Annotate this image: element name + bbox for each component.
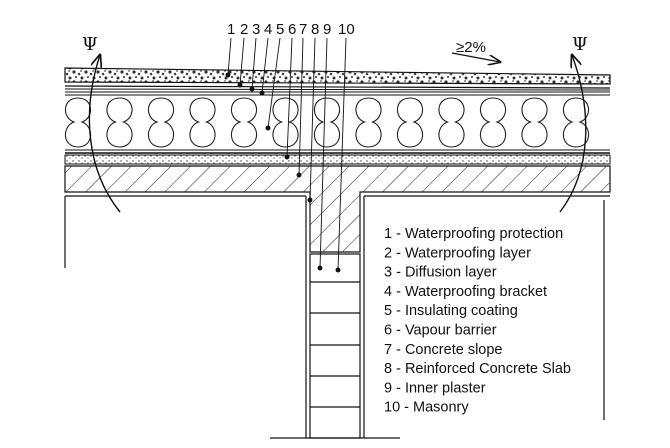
callout-number: 5 bbox=[276, 21, 284, 38]
callout-dot bbox=[317, 265, 323, 271]
insulation-bubble bbox=[147, 97, 175, 148]
insulation-bubble bbox=[396, 97, 424, 148]
callout-leader bbox=[227, 37, 232, 76]
legend-item: 8 - Reinforced Concrete Slab bbox=[384, 361, 571, 377]
legend-item: 5 - Insulating coating bbox=[384, 303, 518, 319]
legend-item: 1 - Waterproofing protection bbox=[384, 226, 563, 242]
concrete-slope-layer bbox=[64, 154, 611, 165]
callout-number: 1 bbox=[227, 21, 235, 38]
waterproofing-protection-layer bbox=[64, 67, 611, 85]
callout-number: 9 bbox=[323, 21, 331, 38]
inner-plaster-line bbox=[64, 195, 610, 438]
vent-arrow-right bbox=[559, 55, 587, 213]
insulation-bubble bbox=[479, 97, 507, 148]
callout-number: 2 bbox=[240, 21, 248, 38]
legend: 1 - Waterproofing protection 2 - Waterpro… bbox=[376, 218, 602, 420]
callout-number: 6 bbox=[288, 21, 296, 38]
callout-leader bbox=[309, 37, 316, 201]
callout-number: 8 bbox=[311, 21, 319, 38]
callout-dot bbox=[284, 154, 290, 160]
legend-background bbox=[376, 218, 602, 420]
callout-dot bbox=[296, 172, 302, 178]
legend-item: 9 - Inner plaster bbox=[384, 380, 486, 396]
insulation-bubble bbox=[64, 97, 92, 148]
callout-number: 3 bbox=[252, 21, 260, 38]
legend-item: 2 - Waterproofing layer bbox=[384, 245, 531, 261]
insulation-bubble bbox=[106, 97, 133, 148]
legend-item: 3 - Diffusion layer bbox=[384, 265, 497, 281]
slope-label: ≥2% bbox=[456, 39, 486, 56]
insulation-bubble bbox=[313, 97, 341, 148]
legend-item: 6 - Vapour barrier bbox=[384, 323, 497, 339]
insulation-bubble bbox=[521, 97, 548, 148]
callout-dot bbox=[237, 82, 243, 88]
insulating-coating-layer bbox=[64, 94, 610, 151]
callout-leader bbox=[298, 37, 304, 176]
legend-item: 10 - Masonry bbox=[384, 400, 469, 416]
callout-dot bbox=[249, 86, 255, 92]
callout-leader bbox=[319, 37, 328, 269]
masonry-wall bbox=[270, 253, 400, 439]
callout-dot bbox=[225, 72, 231, 78]
insulation-bubble bbox=[189, 97, 216, 148]
callout-number: 7 bbox=[299, 21, 307, 38]
insulation-bubble bbox=[230, 97, 258, 148]
callout-dot bbox=[265, 125, 271, 131]
insulation-bubble bbox=[355, 97, 382, 148]
callout-dot bbox=[335, 267, 341, 273]
vent-arrow-left bbox=[88, 55, 121, 213]
callout-number: 4 bbox=[264, 21, 272, 38]
callout-leader bbox=[337, 37, 347, 271]
callout-leaders bbox=[225, 37, 347, 273]
insulation-bubble bbox=[272, 97, 299, 148]
callout-dot bbox=[259, 90, 265, 96]
vent-symbol-right: Ψ bbox=[572, 34, 588, 55]
callout-leader bbox=[267, 37, 281, 129]
slope-arrow bbox=[451, 52, 500, 62]
insulation-bubble bbox=[562, 97, 590, 148]
callout-dot bbox=[307, 197, 313, 203]
vent-symbol-left: Ψ bbox=[82, 34, 98, 55]
legend-item: 7 - Concrete slope bbox=[384, 342, 502, 358]
callout-leader bbox=[286, 37, 293, 158]
callout-leader bbox=[261, 37, 269, 94]
callout-leader bbox=[239, 37, 245, 86]
legend-item: 4 - Waterproofing bracket bbox=[384, 284, 547, 300]
callout-leader bbox=[251, 37, 257, 90]
membrane-layers bbox=[64, 85, 611, 93]
insulation-bubble bbox=[438, 97, 465, 148]
reinforced-concrete-slab bbox=[64, 165, 611, 253]
callout-number: 10 bbox=[338, 21, 355, 38]
